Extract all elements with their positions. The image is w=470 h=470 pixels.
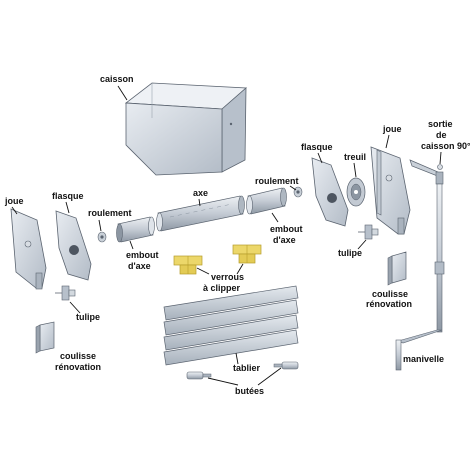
pointer-axe	[198, 198, 201, 207]
pointer-flasque-right	[317, 152, 323, 164]
tulipe-left-part	[55, 285, 76, 301]
pointer-tulipe-left	[69, 301, 81, 314]
pointer-roulement-right	[289, 185, 297, 191]
pointer-roulement-left	[98, 219, 102, 232]
label-tulipe-left: tulipe	[76, 312, 100, 322]
caisson-part	[124, 82, 248, 176]
label-coulisse-left-2: rénovation	[55, 362, 101, 372]
roulement-left-part	[97, 231, 107, 243]
pointer-verrous-left	[196, 267, 210, 275]
pointer-caisson	[117, 85, 128, 101]
label-tablier: tablier	[233, 363, 261, 373]
label-sortie-1: sortie	[428, 119, 453, 129]
tulipe-right-part	[358, 224, 379, 240]
label-butees: butées	[235, 386, 264, 396]
flasque-left-part	[55, 210, 92, 281]
embout-left-part	[116, 216, 155, 243]
label-joue-right: joue	[382, 124, 402, 134]
label-verrous-2: à clipper	[203, 283, 241, 293]
joue-left-part	[10, 208, 47, 290]
label-verrous-1: verrous	[211, 272, 244, 282]
pointer-treuil	[353, 162, 357, 178]
roulement-right-part	[293, 186, 303, 198]
label-embout-right-1: embout	[270, 224, 303, 234]
axe-part	[156, 195, 245, 232]
pointer-butees-left	[207, 377, 239, 386]
label-tulipe-right: tulipe	[338, 248, 362, 258]
coulisse-right-part	[387, 251, 407, 286]
label-sortie-2: de	[436, 130, 447, 140]
label-axe: axe	[193, 188, 208, 198]
verrou-clip-left-part	[173, 255, 203, 275]
label-flasque-right: flasque	[301, 142, 333, 152]
pointer-joue-left	[11, 206, 18, 215]
pointer-tablier	[235, 352, 239, 365]
manivelle-part	[395, 183, 445, 371]
sortie-caisson-part	[409, 159, 444, 185]
pointer-tulipe-right	[357, 239, 367, 250]
tablier-part	[163, 285, 299, 366]
label-treuil: treuil	[344, 152, 366, 162]
label-flasque-left: flasque	[52, 191, 84, 201]
label-manivelle: manivelle	[403, 354, 444, 364]
treuil-part	[346, 177, 366, 207]
label-coulisse-left-1: coulisse	[60, 351, 96, 361]
label-coulisse-right-1: coulisse	[372, 289, 408, 299]
label-embout-left-2: d'axe	[128, 261, 151, 271]
label-roulement-right: roulement	[255, 176, 299, 186]
butee-left-part	[186, 371, 212, 380]
label-joue-left: joue	[4, 196, 24, 206]
pointer-flasque-left	[65, 201, 70, 214]
coulisse-left-part	[35, 321, 55, 354]
label-sortie-3: caisson 90°	[421, 141, 470, 151]
label-coulisse-right-2: rénovation	[366, 299, 412, 309]
label-roulement-left: roulement	[88, 208, 132, 218]
pointer-joue-right	[385, 134, 390, 149]
joue-right-part	[370, 146, 411, 235]
flasque-right-part	[311, 157, 349, 227]
pointer-butees-right	[257, 367, 282, 386]
pointer-embout-right	[271, 212, 279, 223]
pointer-verrous-right	[236, 263, 244, 275]
verrou-clip-right-part	[232, 244, 262, 264]
pointer-sortie	[439, 151, 442, 165]
pointer-embout-left	[129, 240, 134, 250]
label-caisson: caisson	[100, 74, 134, 84]
label-embout-right-2: d'axe	[273, 235, 296, 245]
embout-right-part	[246, 187, 287, 215]
label-embout-left-1: embout	[126, 250, 159, 260]
butee-right-part	[273, 361, 299, 370]
